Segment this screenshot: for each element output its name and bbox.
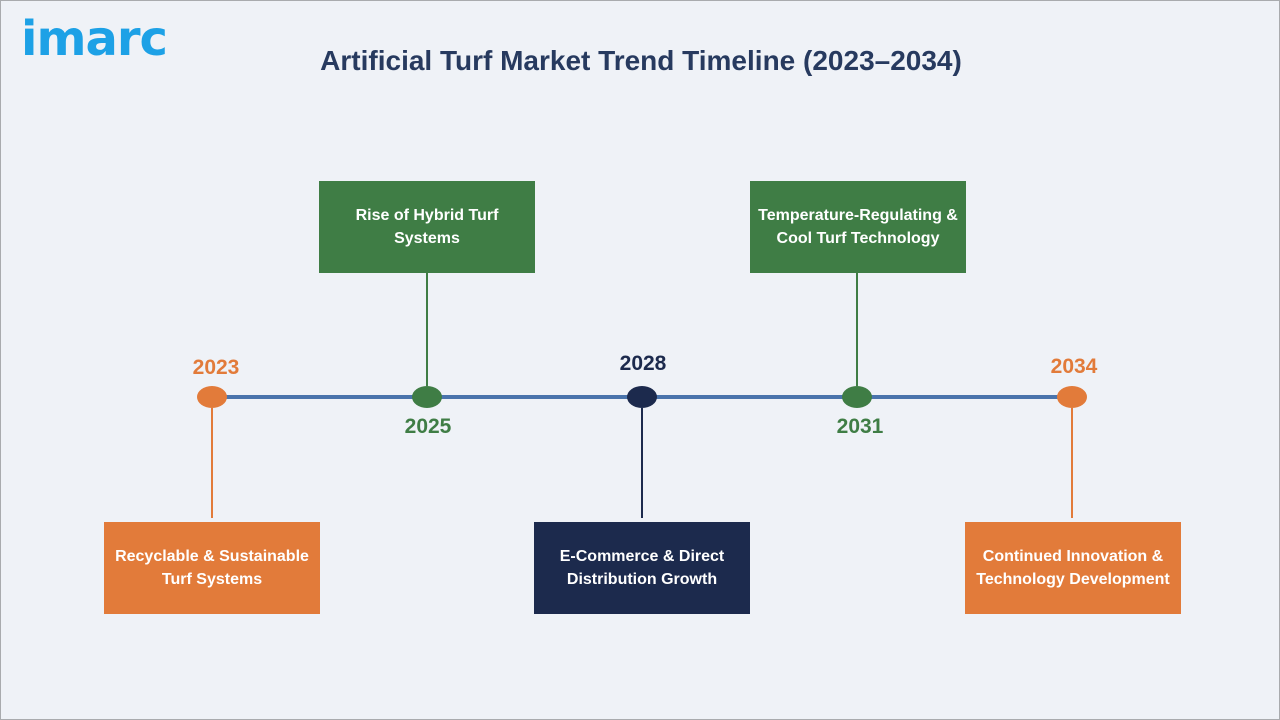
milestone-text-2031: Temperature-Regulating & Cool Turf Techn… bbox=[758, 207, 958, 247]
connector-2034 bbox=[1071, 408, 1073, 518]
milestone-text-2034: Continued Innovation & Technology Develo… bbox=[976, 548, 1170, 588]
year-label-2028: 2028 bbox=[619, 352, 667, 375]
milestone-box-2025: Rise of Hybrid Turf Systems bbox=[319, 181, 535, 273]
connector-2031 bbox=[856, 273, 858, 386]
milestone-box-2031: Temperature-Regulating & Cool Turf Techn… bbox=[750, 181, 966, 273]
year-label-2025: 2025 bbox=[404, 415, 452, 438]
imarc-logo: imarc bbox=[21, 11, 168, 67]
milestone-box-2028: E-Commerce & Direct Distribution Growth bbox=[534, 522, 750, 614]
milestone-box-2023: Recyclable & Sustainable Turf Systems bbox=[104, 522, 320, 614]
milestone-text-2028: E-Commerce & Direct Distribution Growth bbox=[559, 548, 725, 588]
year-label-2023: 2023 bbox=[192, 356, 240, 379]
year-label-2031: 2031 bbox=[836, 415, 884, 438]
milestone-dot-2028 bbox=[627, 386, 657, 408]
milestone-dot-2034 bbox=[1057, 386, 1087, 408]
milestone-text-2023: Recyclable & Sustainable Turf Systems bbox=[115, 548, 309, 588]
milestone-dot-2031 bbox=[842, 386, 872, 408]
connector-2025 bbox=[426, 273, 428, 386]
milestone-box-2034: Continued Innovation & Technology Develo… bbox=[965, 522, 1181, 614]
page-title: Artificial Turf Market Trend Timeline (2… bbox=[320, 45, 962, 76]
year-label-2034: 2034 bbox=[1050, 355, 1098, 378]
milestone-text-2025: Rise of Hybrid Turf Systems bbox=[355, 207, 499, 247]
milestone-dot-2025 bbox=[412, 386, 442, 408]
milestone-dot-2023 bbox=[197, 386, 227, 408]
connector-2028 bbox=[641, 408, 643, 518]
connector-2023 bbox=[211, 408, 213, 518]
